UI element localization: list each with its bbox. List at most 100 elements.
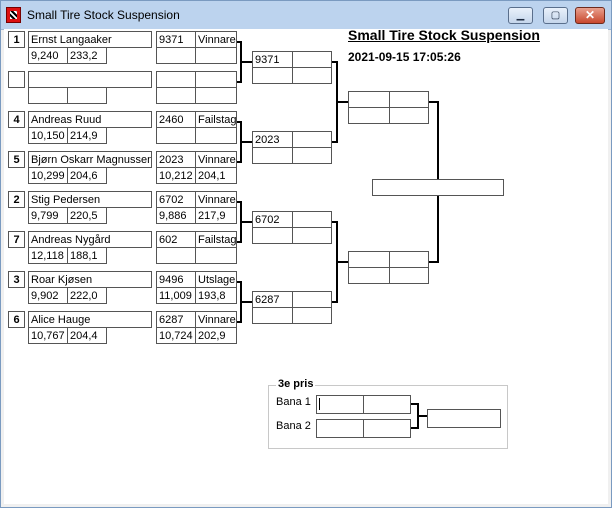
- round2-slot[interactable]: [252, 147, 293, 164]
- round1-time-field[interactable]: [156, 47, 196, 64]
- status-field[interactable]: Vinnare: [195, 151, 237, 168]
- bracket-line: [237, 161, 242, 163]
- car-number-field[interactable]: 2460: [156, 111, 196, 128]
- checkered-flag-icon: [6, 7, 21, 23]
- round2-car-number-field[interactable]: 2023: [252, 131, 293, 148]
- round1-speed-field[interactable]: [195, 47, 237, 64]
- racer-name-field[interactable]: Roar Kjøsen: [28, 271, 152, 288]
- status-field[interactable]: Vinnare: [195, 311, 237, 328]
- round2-car-number-field[interactable]: 6287: [252, 291, 293, 308]
- status-field[interactable]: Failstage: [195, 231, 237, 248]
- car-number-field[interactable]: 9496: [156, 271, 196, 288]
- round2-slot[interactable]: [292, 307, 332, 324]
- speed-field[interactable]: 204,6: [67, 167, 107, 184]
- round2-slot[interactable]: [292, 67, 332, 84]
- round1-time-field[interactable]: [156, 247, 196, 264]
- semifinal-slot[interactable]: [348, 91, 390, 108]
- speed-field[interactable]: 204,4: [67, 327, 107, 344]
- round2-slot[interactable]: [292, 147, 332, 164]
- reaction-time-field[interactable]: 9,902: [28, 287, 68, 304]
- speed-field[interactable]: 214,9: [67, 127, 107, 144]
- semifinal-slot[interactable]: [389, 107, 429, 124]
- third-lane2-time-field[interactable]: [316, 419, 364, 438]
- bracket-line: [411, 427, 419, 429]
- round1-speed-field[interactable]: [195, 247, 237, 264]
- semifinal-slot[interactable]: [389, 251, 429, 268]
- round1-speed-field[interactable]: 202,9: [195, 327, 237, 344]
- reaction-time-field[interactable]: 10,150: [28, 127, 68, 144]
- speed-field[interactable]: 222,0: [67, 287, 107, 304]
- round1-time-field[interactable]: [156, 127, 196, 144]
- third-place-winner-slot[interactable]: [427, 409, 501, 428]
- semifinal-slot[interactable]: [389, 267, 429, 284]
- round1-speed-field[interactable]: 204,1: [195, 167, 237, 184]
- round1-time-field[interactable]: 9,886: [156, 207, 196, 224]
- racer-name-field[interactable]: Stig Pedersen: [28, 191, 152, 208]
- reaction-time-field[interactable]: 9,240: [28, 47, 68, 64]
- speed-field[interactable]: 188,1: [67, 247, 107, 264]
- round2-slot[interactable]: [292, 291, 332, 308]
- title-bar[interactable]: Small Tire Stock Suspension ▁ ▢ ✕: [1, 1, 611, 30]
- round2-slot[interactable]: [292, 51, 332, 68]
- status-field[interactable]: Failstage: [195, 111, 237, 128]
- round1-time-field[interactable]: [156, 87, 196, 104]
- round1-time-field[interactable]: 10,724: [156, 327, 196, 344]
- status-field[interactable]: Vinnare: [195, 31, 237, 48]
- reaction-time-field[interactable]: 9,799: [28, 207, 68, 224]
- speed-field[interactable]: 233,2: [67, 47, 107, 64]
- round2-slot[interactable]: [292, 131, 332, 148]
- bracket-line: [237, 121, 242, 123]
- status-field[interactable]: Vinnare: [195, 191, 237, 208]
- round2-slot[interactable]: [252, 67, 293, 84]
- car-number-field[interactable]: 6702: [156, 191, 196, 208]
- round1-speed-field[interactable]: [195, 127, 237, 144]
- semifinal-slot[interactable]: [348, 107, 390, 124]
- round1-time-field[interactable]: 10,212: [156, 167, 196, 184]
- close-button[interactable]: ✕: [575, 7, 605, 24]
- status-field[interactable]: Utslagen: [195, 271, 237, 288]
- bracket-line: [332, 221, 338, 223]
- status-field[interactable]: [195, 71, 237, 88]
- speed-field[interactable]: 220,5: [67, 207, 107, 224]
- round2-slot[interactable]: [252, 307, 293, 324]
- reaction-time-field[interactable]: [28, 87, 68, 104]
- seed-number: [8, 71, 25, 88]
- bracket-line: [237, 41, 242, 43]
- racer-name-field[interactable]: Bjørn Oskarr Magnussen: [28, 151, 152, 168]
- round2-slot[interactable]: [292, 211, 332, 228]
- round2-car-number-field[interactable]: 9371: [252, 51, 293, 68]
- round1-speed-field[interactable]: 193,8: [195, 287, 237, 304]
- winner-slot[interactable]: [372, 179, 504, 196]
- semifinal-slot[interactable]: [389, 91, 429, 108]
- racer-name-field[interactable]: Andreas Ruud: [28, 111, 152, 128]
- speed-field[interactable]: [67, 87, 107, 104]
- bracket-line: [411, 403, 419, 405]
- third-lane2-speed-field[interactable]: [363, 419, 411, 438]
- round2-slot[interactable]: [252, 227, 293, 244]
- racer-name-field[interactable]: Andreas Nygård: [28, 231, 152, 248]
- car-number-field[interactable]: [156, 71, 196, 88]
- round1-time-field[interactable]: 11,009: [156, 287, 196, 304]
- third-lane1-speed-field[interactable]: [363, 395, 411, 414]
- car-number-field[interactable]: 6287: [156, 311, 196, 328]
- racer-name-field[interactable]: [28, 71, 152, 88]
- reaction-time-field[interactable]: 10,299: [28, 167, 68, 184]
- semifinal-slot[interactable]: [348, 251, 390, 268]
- racer-name-field[interactable]: Alice Hauge: [28, 311, 152, 328]
- seed-number: 6: [8, 311, 25, 328]
- round2-car-number-field[interactable]: 6702: [252, 211, 293, 228]
- third-lane1-time-field[interactable]: [316, 395, 364, 414]
- car-number-field[interactable]: 602: [156, 231, 196, 248]
- round1-speed-field[interactable]: 217,9: [195, 207, 237, 224]
- seed-number: 1: [8, 31, 25, 48]
- round2-slot[interactable]: [292, 227, 332, 244]
- semifinal-slot[interactable]: [348, 267, 390, 284]
- maximize-button[interactable]: ▢: [543, 7, 568, 24]
- reaction-time-field[interactable]: 12,118: [28, 247, 68, 264]
- minimize-button[interactable]: ▁: [508, 7, 533, 24]
- round1-speed-field[interactable]: [195, 87, 237, 104]
- racer-name-field[interactable]: Ernst Langaaker: [28, 31, 152, 48]
- car-number-field[interactable]: 9371: [156, 31, 196, 48]
- car-number-field[interactable]: 2023: [156, 151, 196, 168]
- reaction-time-field[interactable]: 10,767: [28, 327, 68, 344]
